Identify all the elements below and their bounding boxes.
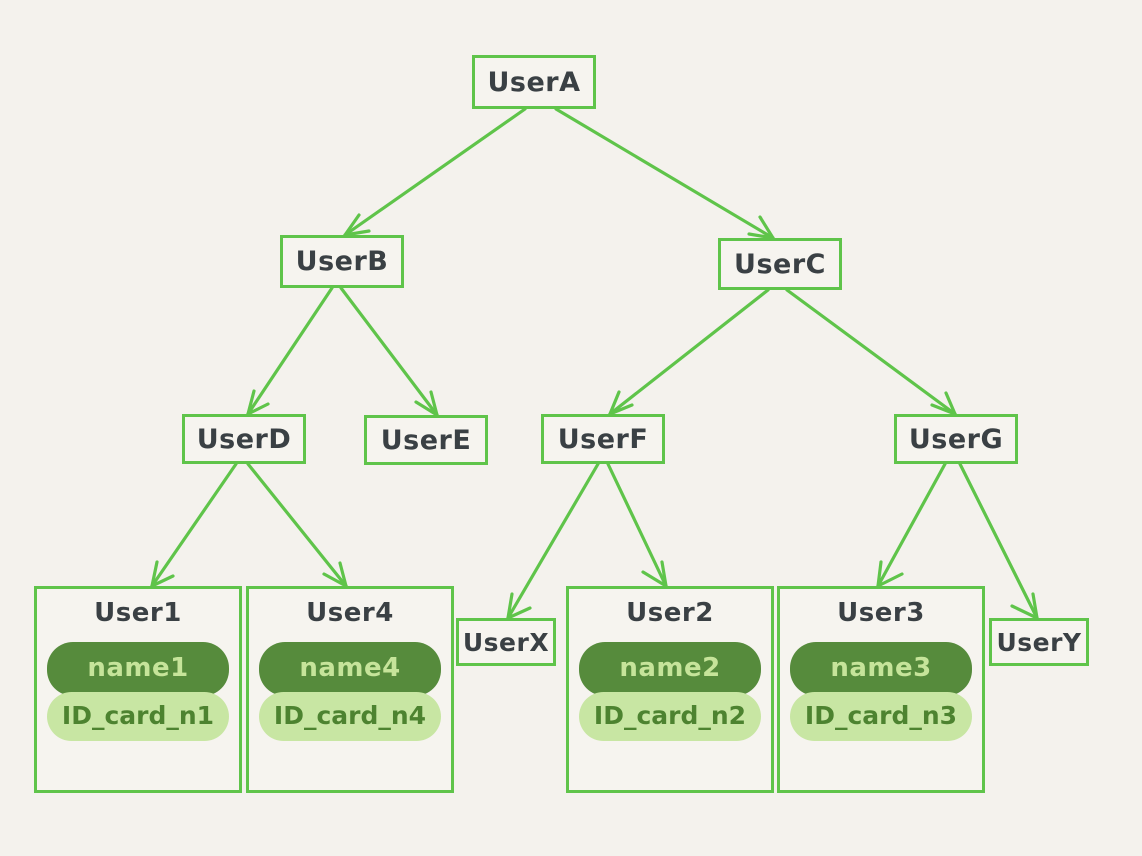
- node-userB[interactable]: UserB: [280, 235, 404, 288]
- node-userF-label: UserF: [557, 423, 649, 455]
- node-userX-label: UserX: [462, 627, 550, 657]
- node-userC-label: UserC: [734, 248, 826, 280]
- edge-userA-userB: [343, 107, 527, 237]
- node-user1-name-pill: name1: [47, 642, 229, 696]
- node-userF[interactable]: UserF: [541, 414, 665, 464]
- node-user1-title: User1: [94, 598, 182, 628]
- edge-userD-user1: [150, 462, 238, 588]
- node-user3-name-pill: name3: [790, 642, 972, 696]
- edge-userF-user2: [606, 462, 668, 588]
- edge-userA-userC: [554, 107, 775, 240]
- edge-userB-userE: [339, 286, 439, 417]
- node-userD[interactable]: UserD: [182, 414, 306, 464]
- node-user4-idcard-pill: ID_card_n4: [259, 692, 441, 741]
- node-user4[interactable]: User4 name4 ID_card_n4: [246, 586, 454, 793]
- node-userY[interactable]: UserY: [989, 618, 1089, 666]
- node-user4-title: User4: [306, 598, 394, 628]
- node-userG-label: UserG: [908, 423, 1004, 455]
- node-userB-label: UserB: [295, 246, 389, 277]
- node-user1[interactable]: User1 name1 ID_card_n1: [34, 586, 242, 793]
- node-user2-idcard-pill: ID_card_n2: [579, 692, 761, 741]
- node-user3-title: User3: [837, 598, 925, 628]
- edge-userC-userG: [785, 288, 957, 416]
- node-userX[interactable]: UserX: [456, 618, 556, 666]
- node-user4-name-pill: name4: [259, 642, 441, 696]
- node-user1-idcard-pill: ID_card_n1: [47, 692, 229, 741]
- node-userD-label: UserD: [196, 423, 292, 455]
- edge-userG-user3: [876, 462, 947, 588]
- node-user2-title: User2: [626, 598, 714, 628]
- edge-userB-userD: [246, 286, 334, 416]
- node-userE-label: UserE: [380, 424, 472, 456]
- node-userC[interactable]: UserC: [718, 238, 842, 290]
- node-userE[interactable]: UserE: [364, 415, 488, 465]
- node-user2[interactable]: User2 name2 ID_card_n2: [566, 586, 774, 793]
- edge-userC-userF: [608, 288, 770, 416]
- node-user3[interactable]: User3 name3 ID_card_n3: [777, 586, 985, 793]
- node-userA-label: UserA: [487, 66, 581, 98]
- node-userY-label: UserY: [996, 627, 1082, 657]
- node-user2-name-pill: name2: [579, 642, 761, 696]
- edge-userD-user4: [246, 462, 348, 588]
- node-userA[interactable]: UserA: [472, 55, 596, 109]
- node-userG[interactable]: UserG: [894, 414, 1018, 464]
- node-user3-idcard-pill: ID_card_n3: [790, 692, 972, 741]
